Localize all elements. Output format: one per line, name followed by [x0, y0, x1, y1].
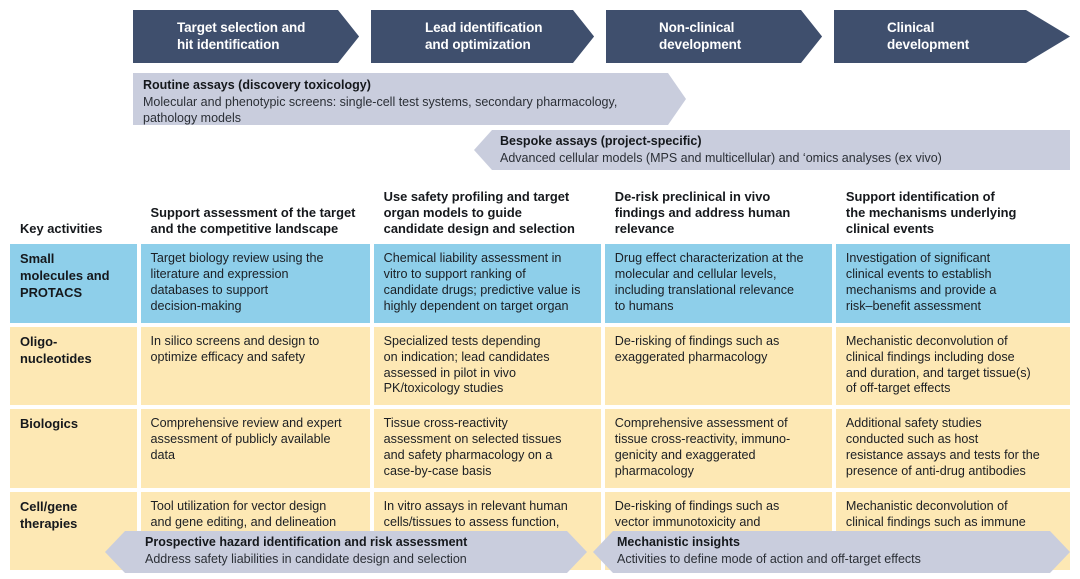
matrix-cell: Investigation of significant clinical ev… [835, 244, 1070, 323]
chevron-right-icon [338, 10, 372, 63]
column-header-mechanisms-clinical: Support identification of the mechanisms… [845, 189, 1017, 237]
column-header-key-activities: Key activities [20, 221, 103, 237]
column-header-target-assessment: Support assessment of the target and the… [150, 205, 356, 237]
phase-label: Target selection and hit identification [177, 19, 306, 52]
banner-title: Routine assays (discovery toxicology) [143, 78, 371, 92]
banner-subtitle: Advanced cellular models (MPS and multic… [500, 150, 942, 165]
development-phase-arrow-band: Target selection and hit identification … [133, 10, 1070, 63]
banner-prospective-hazard-identification: Prospective hazard identification and ri… [105, 531, 587, 573]
matrix-cell: Additional safety studies conducted such… [835, 409, 1070, 488]
banner-routine-assays: Routine assays (discovery toxicology) Mo… [133, 73, 686, 125]
row-label-text: Biologics [20, 416, 79, 432]
chevron-right-icon [573, 10, 607, 63]
row-label: Oligo- nucleotides [10, 326, 137, 406]
key-activities-matrix: Key activities Support assessment of the… [10, 182, 1070, 571]
matrix-cell: Target biology review using the literatu… [140, 244, 370, 323]
row-label: Cell/gene therapies [10, 491, 137, 571]
chevron-right-icon [801, 10, 835, 63]
matrix-row-oligonucleotides: Oligo- nucleotides In silico screens and… [10, 326, 1070, 406]
phase-target-selection: Target selection and hit identification [133, 10, 372, 63]
matrix-cell: Comprehensive assessment of tissue cross… [604, 409, 832, 488]
matrix-row-small-molecules: Small molecules and PROTACS Target biolo… [10, 244, 1070, 323]
phase-lead-identification: Lead identification and optimization [371, 10, 607, 63]
matrix-row-biologics: Biologics Comprehensive review and exper… [10, 409, 1070, 488]
row-label: Small molecules and PROTACS [10, 244, 137, 323]
row-label-text: Oligo- nucleotides [20, 333, 92, 366]
matrix-cell: Specialized tests depending on indicatio… [373, 326, 601, 406]
phase-non-clinical-development: Non-clinical development [606, 10, 835, 63]
matrix-cell: Tissue cross-reactivity assessment on se… [373, 409, 601, 488]
phase-label: Lead identification and optimization [425, 19, 543, 52]
phase-label: Clinical development [887, 19, 970, 52]
row-label: Biologics [10, 409, 137, 488]
banner-subtitle: Address safety liabilities in candidate … [145, 551, 467, 566]
banner-title: Bespoke assays (project-specific) [500, 134, 702, 148]
matrix-cell: In silico screens and design to optimize… [140, 326, 370, 406]
matrix-cell: De-risking of findings such as exaggerat… [604, 326, 832, 406]
banner-mechanistic-insights: Mechanistic insights Activities to defin… [593, 531, 1070, 573]
phase-label: Non-clinical development [659, 19, 742, 52]
row-label-text: Small molecules and PROTACS [20, 251, 110, 301]
matrix-header-row: Key activities Support assessment of the… [10, 182, 1070, 240]
banner-bespoke-assays: Bespoke assays (project-specific) Advanc… [474, 130, 1070, 170]
column-header-safety-profiling: Use safety profiling and target organ mo… [383, 189, 575, 237]
matrix-cell: Mechanistic deconvolution of clinical fi… [835, 326, 1070, 406]
banner-subtitle: Molecular and phenotypic screens: single… [143, 94, 618, 125]
matrix-cell: Drug effect characterization at the mole… [604, 244, 832, 323]
column-header-de-risk-preclinical: De-risk preclinical in vivo findings and… [614, 189, 791, 237]
matrix-cell: Chemical liability assessment in vitro t… [373, 244, 601, 323]
row-label-text: Cell/gene therapies [20, 498, 78, 531]
banner-subtitle: Activities to define mode of action and … [617, 551, 921, 566]
banner-title: Prospective hazard identification and ri… [145, 535, 468, 549]
matrix-cell: Comprehensive review and expert assessme… [140, 409, 370, 488]
phase-clinical-development: Clinical development [834, 10, 1070, 63]
banner-title: Mechanistic insights [617, 535, 740, 549]
